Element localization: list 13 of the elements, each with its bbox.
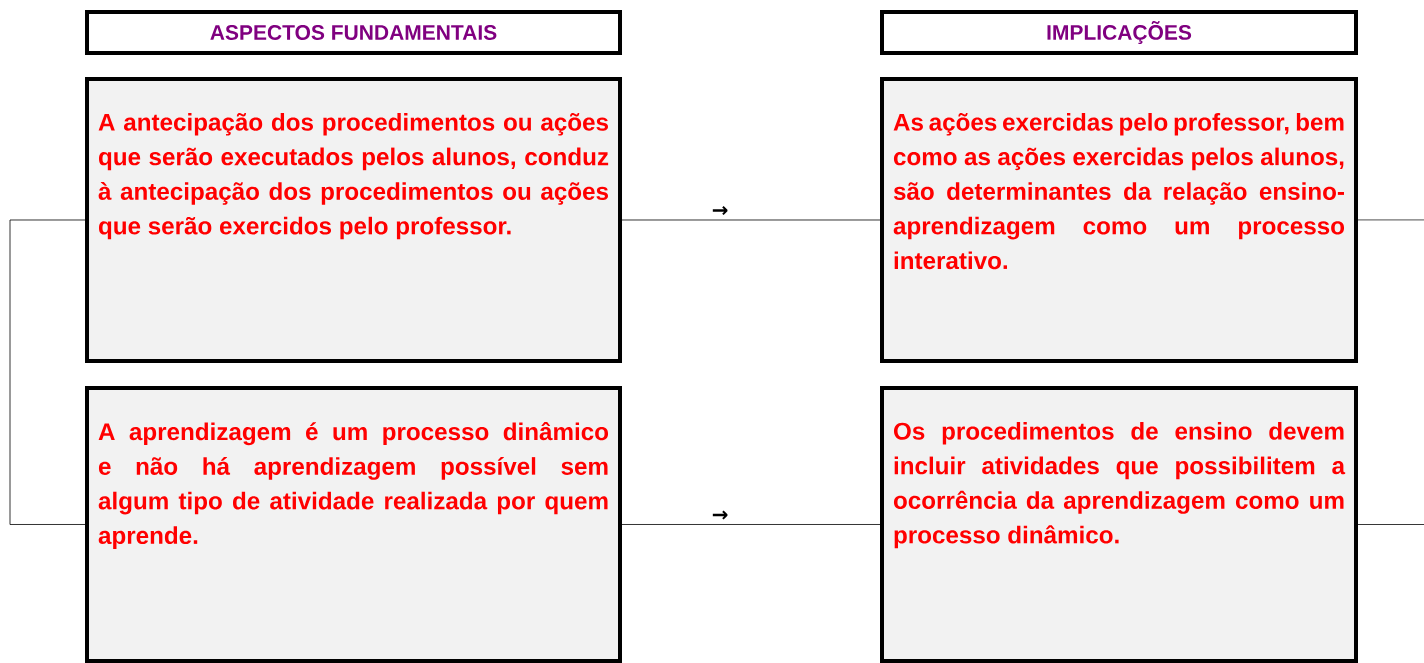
text-box: A aprendizagem é um processo dinâmico e não há aprendizagem possível sem algum tipo de atividade realizada por quem aprende.: [85, 386, 622, 663]
header-box: IMPLICAÇÕES: [880, 10, 1358, 55]
text-box: Os procedimentos de ensino devem incluir atividades que possibilitem a ocorrência da aprendizagem como um processo dinâmico.: [880, 386, 1358, 663]
connector: [1357, 524, 1424, 525]
edge-label: →: [712, 510, 728, 520]
edge-label: →: [712, 206, 728, 216]
connector: [9, 219, 86, 525]
header-box: ASPECTOS FUNDAMENTAIS: [85, 10, 622, 55]
text-box: As ações exercidas pelo professor, bem como as ações exercidas pelos alunos, são determinantes da relação ensino-aprendizagem como um processo interativo.: [880, 77, 1358, 363]
connector: [1357, 219, 1424, 221]
connector: [621, 219, 881, 221]
text-box: A antecipação dos procedimentos ou ações que serão executados pelos alunos, conduz à antecipação dos procedimentos ou ações que serão exercidos pelo professor.: [85, 77, 622, 363]
connector: [621, 524, 881, 525]
